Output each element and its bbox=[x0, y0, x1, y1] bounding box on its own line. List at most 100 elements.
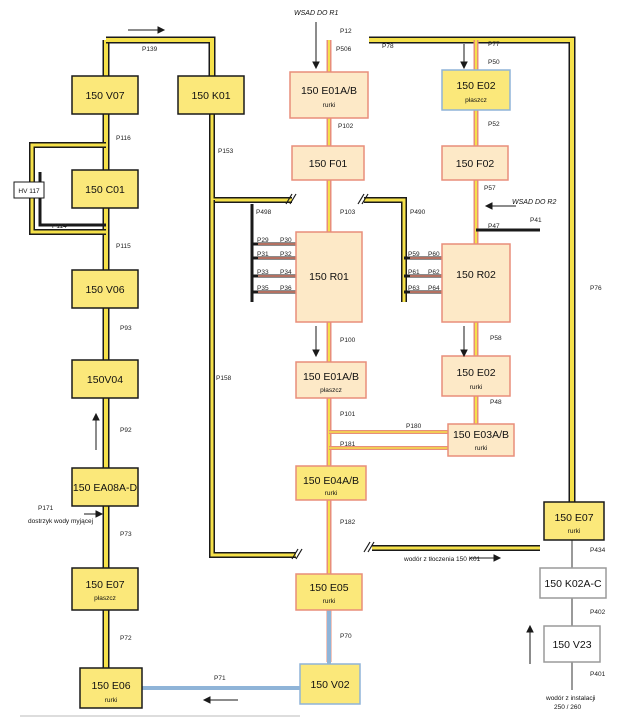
flow-arrows bbox=[84, 22, 534, 704]
pipe-label: P35 bbox=[257, 285, 269, 292]
note-wodor-tloczenia: wodór z tłoczenia 150 K01 bbox=[403, 556, 481, 563]
k01-discharge-pipes bbox=[209, 108, 540, 558]
pipe-label: P70 bbox=[340, 633, 352, 640]
svg-text:150 E02: 150 E02 bbox=[456, 367, 495, 379]
r01-train-pipes bbox=[326, 40, 448, 662]
pipe-label: P76 bbox=[590, 285, 602, 292]
pipe-label: P93 bbox=[120, 325, 132, 332]
svg-text:150 V23: 150 V23 bbox=[552, 639, 591, 651]
notes: dostrzyk wody myjącej wodór z tłoczenia … bbox=[28, 518, 596, 711]
svg-text:150 E04A/B: 150 E04A/B bbox=[303, 475, 359, 487]
pipe-label: P63 bbox=[408, 285, 420, 292]
pipe-label: P32 bbox=[280, 251, 292, 258]
arrow-left-r2-icon bbox=[484, 202, 516, 210]
block-150-ea08a-d: 150 EA08A-D bbox=[71, 467, 139, 507]
pipe-label: P72 bbox=[120, 635, 132, 642]
note-dostrzyk: dostrzyk wody myjącej bbox=[28, 518, 93, 525]
svg-text:150 E07: 150 E07 bbox=[85, 579, 124, 591]
pipe-label: P114 bbox=[52, 223, 67, 230]
arrow-down-r01-icon bbox=[312, 326, 320, 358]
block-150-e07-right: 150 E07 rurki bbox=[543, 501, 605, 541]
pipe-label: P78 bbox=[382, 43, 394, 50]
arrow-left-bottom-icon bbox=[202, 696, 238, 704]
svg-text:rurki: rurki bbox=[568, 528, 581, 535]
pipe-label: P31 bbox=[257, 251, 269, 258]
pipe-label: P100 bbox=[340, 337, 356, 344]
block-150-f01: 150 F01 bbox=[291, 145, 365, 181]
pipe-label: P41 bbox=[530, 217, 542, 224]
r02-train-pipes bbox=[369, 36, 576, 502]
arrow-down-e02-icon bbox=[460, 44, 468, 70]
svg-text:płaszcz: płaszcz bbox=[94, 595, 116, 602]
pipe-label: P64 bbox=[428, 285, 440, 292]
pipe-label: P92 bbox=[120, 427, 132, 434]
pipe-label: P33 bbox=[257, 269, 269, 276]
pipe-label: P36 bbox=[280, 285, 292, 292]
block-150-e05: 150 E05 rurki bbox=[295, 573, 363, 611]
svg-text:150 F02: 150 F02 bbox=[456, 158, 495, 170]
svg-text:150 E05: 150 E05 bbox=[309, 582, 348, 594]
svg-text:150 K01: 150 K01 bbox=[191, 90, 230, 102]
line-break-marks bbox=[285, 193, 375, 560]
block-150-f02: 150 F02 bbox=[441, 145, 509, 181]
pipe-labels: P139 P116 P114 P115 P93 P92 P171 P73 P72… bbox=[38, 28, 606, 682]
pipe-label: P498 bbox=[256, 209, 272, 216]
pipe-label: P60 bbox=[428, 251, 440, 258]
pipe-label: P57 bbox=[484, 185, 496, 192]
pipe-label: P102 bbox=[338, 123, 354, 130]
pipe-label: P29 bbox=[257, 237, 269, 244]
pipe-label: P61 bbox=[408, 269, 420, 276]
block-150-c01: 150 C01 bbox=[71, 169, 139, 209]
block-150-e07-left: 150 E07 płaszcz bbox=[71, 567, 139, 611]
pipe-label: P71 bbox=[214, 675, 226, 682]
pipe-label: P101 bbox=[340, 411, 356, 418]
pipe-label: P139 bbox=[142, 46, 158, 53]
block-150-e02-top: 150 E02 płaszcz bbox=[441, 69, 511, 111]
block-150-e06: 150 E06 rurki bbox=[79, 667, 143, 709]
svg-text:150 K02A-C: 150 K02A-C bbox=[544, 578, 602, 590]
arrow-up-v23-icon bbox=[526, 624, 534, 664]
svg-text:150V04: 150V04 bbox=[87, 374, 123, 386]
block-150-v07: 150 V07 bbox=[71, 75, 139, 115]
pipe-label: P62 bbox=[428, 269, 440, 276]
block-150-v02: 150 V02 bbox=[299, 663, 361, 705]
svg-text:150 V02: 150 V02 bbox=[310, 679, 349, 691]
pipe-label: P180 bbox=[406, 423, 422, 430]
svg-text:150 E06: 150 E06 bbox=[91, 680, 130, 692]
block-150-v06: 150 V06 bbox=[71, 269, 139, 309]
block-150-e01ab-top: 150 E01A/B rurki bbox=[289, 71, 369, 119]
note-wodor-instalacji-2: 250 / 260 bbox=[554, 704, 581, 711]
arrow-right-wodor-icon bbox=[470, 554, 502, 562]
pipes-layer bbox=[29, 36, 576, 690]
pipe-label: P73 bbox=[120, 531, 132, 538]
pipe-label: P30 bbox=[280, 237, 292, 244]
pipe-label: P158 bbox=[216, 375, 232, 382]
pipe-label: P402 bbox=[590, 609, 606, 616]
pipe-label: P153 bbox=[218, 148, 234, 155]
arrow-up-left-icon bbox=[92, 412, 100, 450]
pipe-label: P181 bbox=[340, 441, 356, 448]
svg-text:150 R01: 150 R01 bbox=[309, 271, 349, 283]
block-150-r02: 150 R02 bbox=[441, 243, 511, 323]
wsad-r2-label: WSAD DO R2 bbox=[512, 199, 556, 206]
svg-text:HV 117: HV 117 bbox=[18, 188, 40, 195]
pipe-label: P116 bbox=[116, 135, 131, 142]
pipe-label: P58 bbox=[490, 335, 502, 342]
arrow-right-dostrzyk-icon bbox=[84, 510, 104, 518]
pipe-label: P506 bbox=[336, 46, 352, 53]
pipe-label: P115 bbox=[116, 243, 131, 250]
pipe-label: P490 bbox=[410, 209, 426, 216]
block-150-e03ab: 150 E03A/B rurki bbox=[447, 423, 515, 457]
svg-text:150 R02: 150 R02 bbox=[456, 269, 496, 281]
arrow-down-r1-icon bbox=[312, 22, 320, 70]
pipe-label: P47 bbox=[488, 223, 500, 230]
svg-text:rurki: rurki bbox=[475, 445, 488, 452]
wsad-r1-label: WSAD DO R1 bbox=[294, 10, 338, 17]
svg-text:150 E02: 150 E02 bbox=[456, 80, 495, 92]
block-150-k02a-c: 150 K02A-C bbox=[539, 567, 607, 599]
svg-text:płaszcz: płaszcz bbox=[465, 97, 487, 104]
pipe-label: P12 bbox=[340, 28, 352, 35]
svg-text:150 C01: 150 C01 bbox=[85, 184, 125, 196]
block-150-e01ab-bottom: 150 E01A/B płaszcz bbox=[295, 361, 367, 399]
svg-text:150 F01: 150 F01 bbox=[309, 158, 348, 170]
